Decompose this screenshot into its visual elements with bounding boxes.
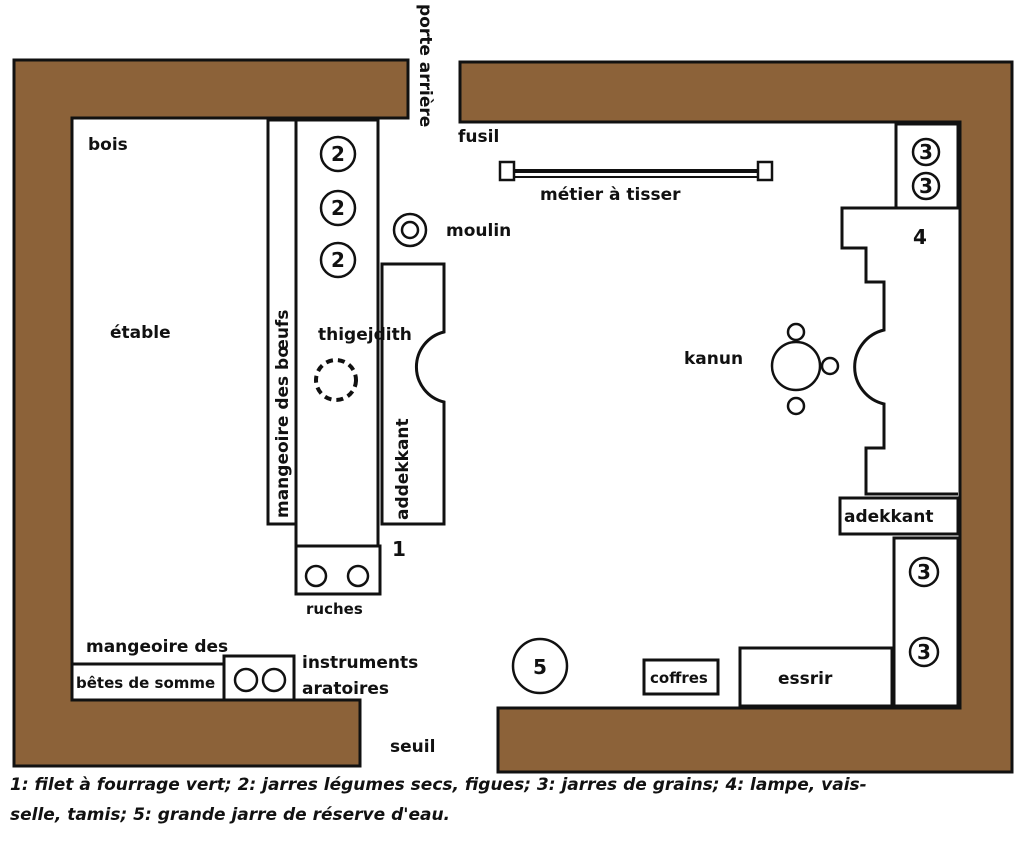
jar-2 <box>319 189 357 227</box>
jar-2 <box>319 241 357 279</box>
label-mangeoire-btes-2: bêtes de somme <box>76 674 215 692</box>
kanun-stone <box>786 322 806 342</box>
hearth-niche <box>840 206 958 496</box>
jar-3-number: 3 <box>919 140 933 164</box>
label-thigejdith: thigejdith <box>318 325 412 345</box>
label-etable: étable <box>110 323 171 343</box>
adekkant-box <box>838 496 960 536</box>
label-porte-arriere: porte arrière <box>415 4 435 127</box>
wall-right <box>458 60 1014 774</box>
jar-3-number: 3 <box>917 560 931 584</box>
label-moulin: moulin <box>446 221 511 241</box>
metier-end <box>756 160 774 182</box>
instrument <box>261 667 287 693</box>
addekkant-bench <box>380 262 446 526</box>
lamp-number: 4 <box>913 225 927 249</box>
ruche <box>304 564 328 588</box>
big-jar-number: 5 <box>533 655 547 679</box>
label-mangeoire-btes-1: mangeoire des <box>86 637 228 657</box>
legend-line-1: 1: filet à fourrage vert; 2: jarres légu… <box>10 775 867 795</box>
jar-3-number: 3 <box>919 174 933 198</box>
label-seuil: seuil <box>390 737 435 757</box>
label-instruments-1: instruments <box>302 653 418 673</box>
legend-line-2: selle, tamis; 5: grande jarre de réserve… <box>10 805 451 825</box>
label-essrir: essrir <box>778 669 833 689</box>
jar-3 <box>911 137 941 167</box>
label-ruches: ruches <box>306 600 363 618</box>
ruche <box>346 564 370 588</box>
instrument <box>233 667 259 693</box>
label-filet-number: 1 <box>392 537 406 561</box>
label-addekkant: addekkant <box>393 418 413 520</box>
jar-3-number: 3 <box>917 640 931 664</box>
kanun-stone <box>786 396 806 416</box>
kanun-icon <box>770 340 822 392</box>
legend-caption: 1: filet à fourrage vert; 2: jarres légu… <box>10 770 1014 830</box>
label-mangeoire-boeufs: mangeoire des bœufs <box>273 310 293 518</box>
label-instruments-2: aratoires <box>302 679 389 699</box>
label-kanun: kanun <box>684 349 743 369</box>
jar-2-number: 2 <box>331 142 345 166</box>
jar-3 <box>911 171 941 201</box>
label-adekkant: adekkant <box>844 507 933 527</box>
essrir-bench <box>738 646 894 708</box>
jar-2-number: 2 <box>331 248 345 272</box>
thigejdith-pillar <box>314 358 358 402</box>
metier-end <box>498 160 516 182</box>
label-metier: métier à tisser <box>540 185 681 205</box>
jar-2-number: 2 <box>331 196 345 220</box>
jar-3 <box>908 556 940 588</box>
jar-3 <box>908 636 940 668</box>
label-fusil: fusil <box>458 127 499 147</box>
label-bois: bois <box>88 135 128 155</box>
moulin-icon-inner <box>400 220 420 240</box>
jar-2 <box>319 135 357 173</box>
big-jar-5 <box>511 637 569 695</box>
label-coffres: coffres <box>650 669 708 687</box>
coffres-box <box>642 658 720 696</box>
kanun-stone <box>820 356 840 376</box>
